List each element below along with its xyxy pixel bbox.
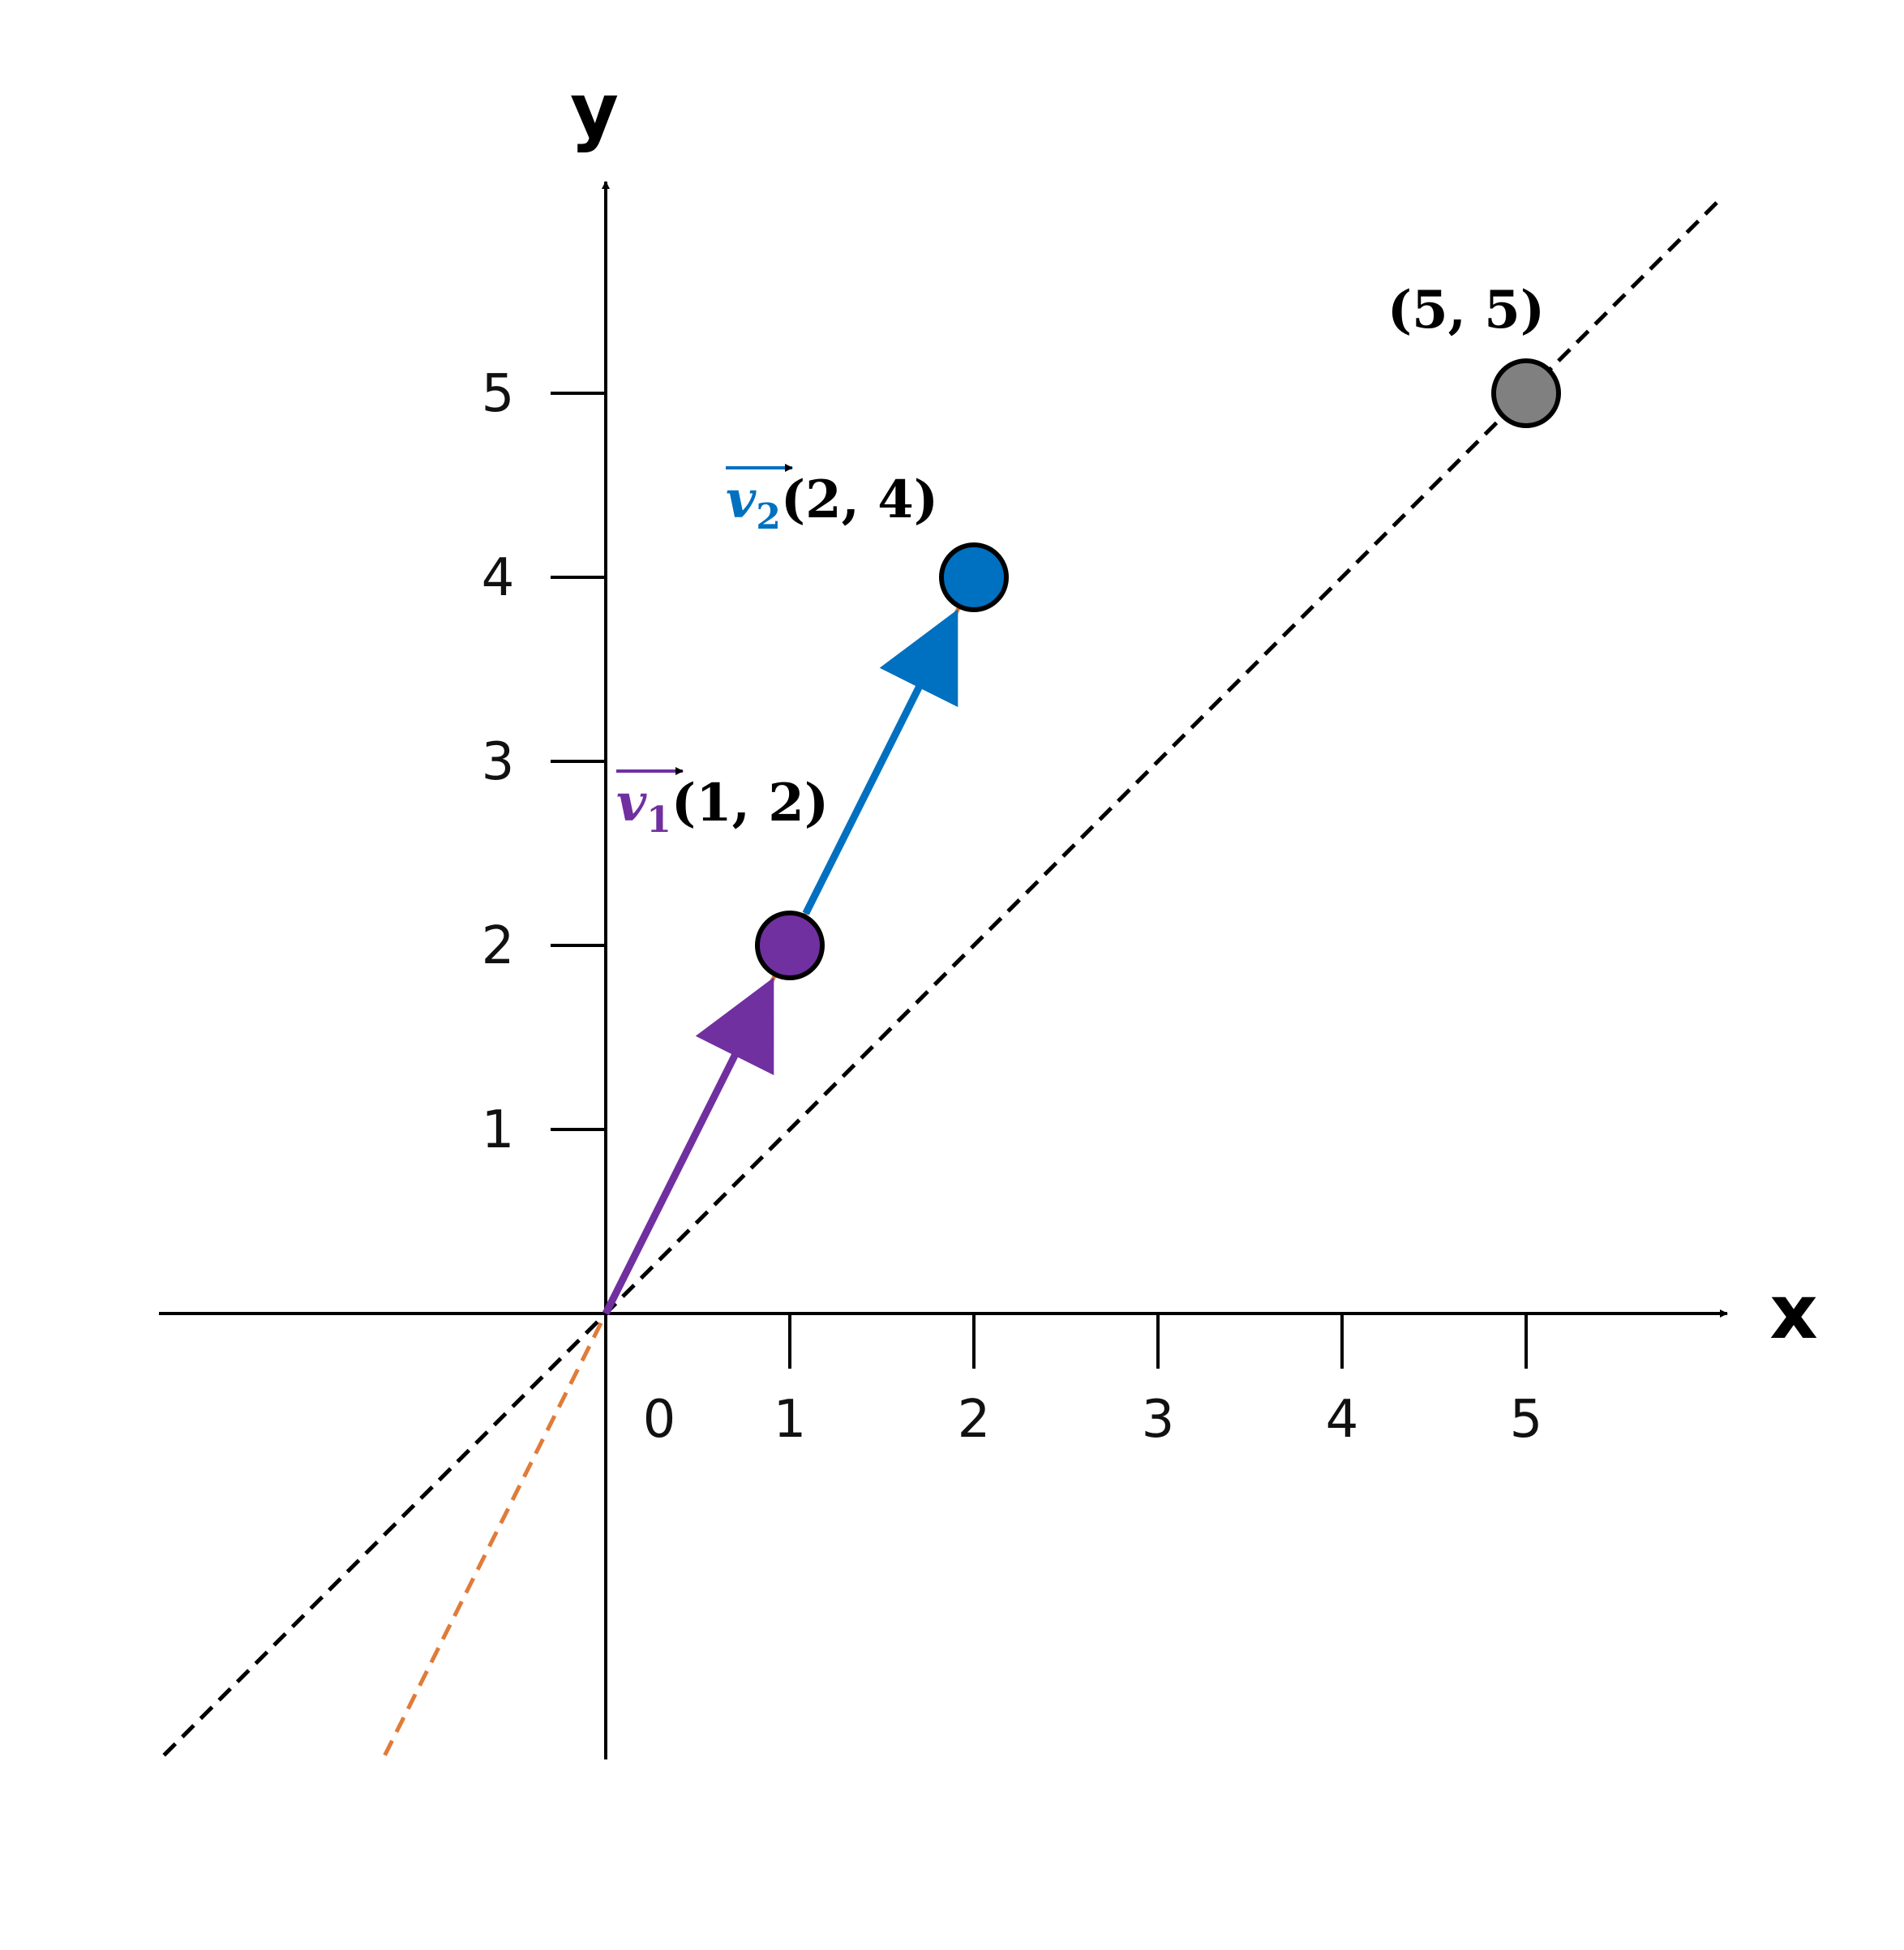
point-v1-label: v1(1, 2) xyxy=(616,767,829,841)
x-tick-label: 1 xyxy=(774,1390,807,1450)
point-v1 xyxy=(755,911,825,980)
point-5-5 xyxy=(1491,358,1561,428)
point-v1-name: v xyxy=(616,773,647,834)
y-axis-ticks: 1 2 3 4 5 xyxy=(482,364,606,1160)
x-axis-ticks: 1 2 3 4 5 xyxy=(774,1314,1543,1450)
y-axis-title: y xyxy=(570,67,619,154)
y-tick-label: 2 xyxy=(482,916,515,976)
point-5-5-label: (5, 5) xyxy=(1387,280,1545,341)
svg-text:v1(1, 2): v1(1, 2) xyxy=(616,773,829,841)
x-tick-label: 3 xyxy=(1142,1390,1175,1450)
vector-v1-arrow xyxy=(602,977,774,1316)
point-v2-name: v xyxy=(726,469,757,530)
point-v1-coords: (1, 2) xyxy=(671,773,829,834)
line-y-equals-2x xyxy=(383,558,985,1756)
y-tick-label: 1 xyxy=(482,1100,515,1160)
vector-v2-arrow xyxy=(802,609,958,915)
y-tick-label: 3 xyxy=(482,732,515,792)
line-y-equals-x xyxy=(162,198,1722,1757)
x-tick-label: 4 xyxy=(1326,1390,1359,1450)
x-tick-label: 5 xyxy=(1510,1390,1543,1450)
svg-text:v2(2, 4): v2(2, 4) xyxy=(726,469,938,538)
point-v2 xyxy=(939,542,1009,612)
point-v2-subscript: 2 xyxy=(756,496,781,538)
x-axis-title: x xyxy=(1769,1269,1817,1356)
point-v2-coords: (2, 4) xyxy=(781,469,938,530)
y-tick-label: 5 xyxy=(482,364,515,424)
point-v2-label: v2(2, 4) xyxy=(726,464,938,538)
point-v1-subscript: 1 xyxy=(646,799,671,841)
origin-label: 0 xyxy=(643,1390,676,1450)
x-tick-label: 2 xyxy=(958,1390,991,1450)
y-tick-label: 4 xyxy=(482,548,515,608)
